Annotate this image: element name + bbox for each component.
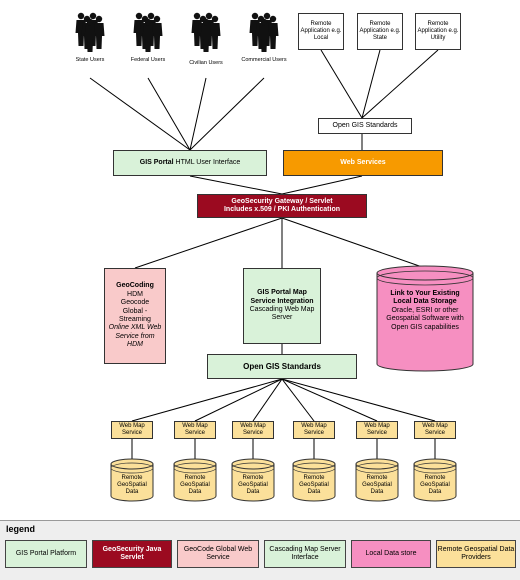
geocoding-line1: HDM <box>127 290 143 298</box>
commercial-users-label: Commercial Users <box>241 57 287 63</box>
geocoding-line3: Global - <box>122 307 148 315</box>
legend-item-geocode-global: GeoCode Global Web Service <box>177 540 259 568</box>
gis-portal-box: GIS Portal HTML User Interface <box>113 150 267 176</box>
legend-item-cascading-map-server: Cascading Map Server Interface <box>264 540 346 568</box>
remote-data-label-5: Remote GeoSpatial Data <box>362 475 392 495</box>
legend-item-local-data-store: Local Data store <box>351 540 431 568</box>
web-map-service-4: Web Map Service <box>293 421 335 439</box>
remote-data-label-4: Remote GeoSpatial Data <box>299 475 329 495</box>
legend-item-remote-geospatial: Remote Geospatial Data Providers <box>436 540 516 568</box>
remote-app-utility: Remote Application e.g. Utility <box>415 13 461 50</box>
map-service-title: GIS Portal Map Service Integration <box>250 289 314 305</box>
web-map-service-6: Web Map Service <box>414 421 456 439</box>
map-service-subtitle: Cascading Web Map Server <box>249 306 315 322</box>
gis-portal-subtitle: HTML User Interface <box>175 158 241 166</box>
civilian-users-label: Civilian Users <box>189 60 223 66</box>
remote-data-label-3: Remote GeoSpatial Data <box>238 475 268 495</box>
local-store-title: Link to Your Existing Local Data Storage <box>390 290 460 306</box>
local-store-subtitle: Oracle, ESRI or other Geospatial Softwar… <box>386 306 464 331</box>
geosecurity-gateway-box: GeoSecurity Gateway / Servlet Includes x… <box>197 194 367 218</box>
open-gis-standards-top: Open GIS Standards <box>318 118 412 134</box>
legend-item-geosecurity-java-servlet: GeoSecurity Java Servlet <box>92 540 172 568</box>
geocoding-line5: Online XML Web Service from HDM <box>108 324 162 349</box>
gis-portal-title: GIS Portal <box>139 158 174 166</box>
legend-item-gis-portal-platform: GIS Portal Platform <box>5 540 87 568</box>
web-map-service-2: Web Map Service <box>174 421 216 439</box>
remote-data-label-2: Remote GeoSpatial Data <box>180 475 210 495</box>
web-map-service-1: Web Map Service <box>111 421 153 439</box>
map-service-integration-box: GIS Portal Map Service Integration Casca… <box>243 268 321 344</box>
web-map-service-5: Web Map Service <box>356 421 398 439</box>
remote-data-label-1: Remote GeoSpatial Data <box>117 475 147 495</box>
remote-data-label-6: Remote GeoSpatial Data <box>420 475 450 495</box>
gateway-title: GeoSecurity Gateway / Servlet <box>231 197 333 205</box>
web-map-service-3: Web Map Service <box>232 421 274 439</box>
remote-app-state: Remote Application e.g. State <box>357 13 403 50</box>
state-users-label: State Users <box>75 57 105 63</box>
geocoding-box: GeoCoding HDM Geocode Global - Streaming… <box>104 268 166 364</box>
open-gis-standards-mid: Open GIS Standards <box>207 354 357 379</box>
geocoding-line2: Geocode <box>120 299 150 307</box>
web-services-box: Web Services <box>283 150 443 176</box>
geocoding-line4: Streaming <box>119 316 151 323</box>
remote-app-local: Remote Application e.g. Local <box>298 13 344 50</box>
gateway-subtitle: Includes x.509 / PKI Authentication <box>223 206 341 213</box>
local-store-label: Link to Your Existing Local Data Storage… <box>381 290 469 332</box>
geocoding-title: GeoCoding <box>116 282 154 290</box>
federal-users-label: Federal Users <box>130 57 166 63</box>
legend-title: legend <box>6 524 36 534</box>
